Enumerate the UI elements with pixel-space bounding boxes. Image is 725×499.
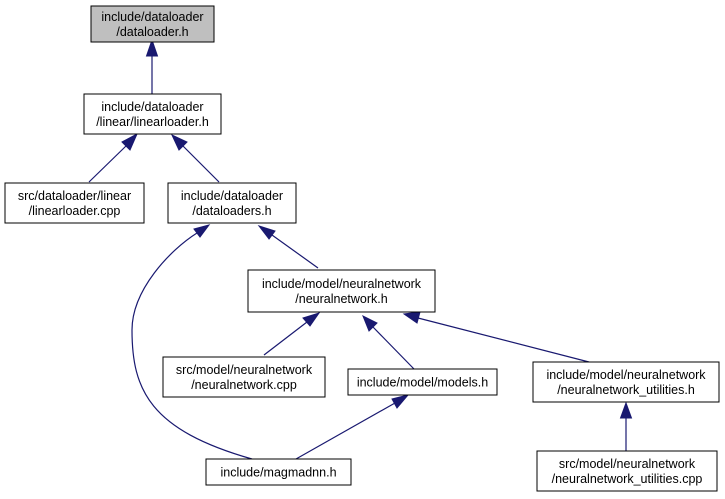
node-label-line: src/model/neuralnetwork bbox=[176, 363, 313, 377]
edge-models-h-to-neuralnetwork-h bbox=[362, 314, 415, 370]
node-linearloader-cpp[interactable]: src/dataloader/linear/linearloader.cpp bbox=[4, 182, 145, 224]
node-label-line: include/model/neuralnetwork bbox=[262, 277, 422, 291]
node-models-h[interactable]: include/model/models.h bbox=[347, 368, 498, 396]
node-label-line: /neuralnetwork.h bbox=[295, 292, 387, 306]
node-dataloader-h[interactable]: include/dataloader/dataloader.h bbox=[90, 5, 215, 43]
node-dataloaders-h[interactable]: include/dataloader/dataloaders.h bbox=[167, 182, 297, 224]
node-label-line: include/dataloader bbox=[101, 10, 203, 24]
node-label-line: /linearloader.cpp bbox=[29, 204, 121, 218]
node-label-line: include/magmadnn.h bbox=[220, 466, 336, 480]
node-magmadnn-h[interactable]: include/magmadnn.h bbox=[205, 458, 352, 486]
node-neuralnetwork-h[interactable]: include/model/neuralnetwork/neuralnetwor… bbox=[247, 269, 436, 313]
edge-magmadnn-h-to-dataloaders-h bbox=[131, 224, 253, 460]
edge-dataloaders-h-to-linearloader-h bbox=[170, 133, 220, 183]
node-label-line: /dataloader.h bbox=[116, 25, 188, 39]
node-label-line: src/model/neuralnetwork bbox=[559, 457, 696, 471]
node-label-line: include/model/models.h bbox=[357, 376, 488, 390]
edge-magmadnn-h-to-models-h bbox=[295, 394, 410, 460]
node-neuralnetwork-cpp[interactable]: src/model/neuralnetwork/neuralnetwork.cp… bbox=[162, 356, 326, 398]
node-label-line: /dataloaders.h bbox=[192, 204, 271, 218]
node-label-line: /neuralnetwork.cpp bbox=[191, 378, 297, 392]
node-label-line: include/dataloader bbox=[181, 189, 283, 203]
node-label-line: /neuralnetwork_utilities.h bbox=[557, 383, 695, 397]
node-label-line: /linear/linearloader.h bbox=[96, 115, 209, 129]
edge-nn-utilities-cpp-to-nn-utilities-h bbox=[619, 401, 633, 451]
edge-neuralnetwork-cpp-to-neuralnetwork-h bbox=[263, 312, 321, 356]
node-label-line: include/dataloader bbox=[101, 100, 203, 114]
node-label-line: include/model/neuralnetwork bbox=[546, 368, 706, 382]
edge-neuralnetwork-h-to-dataloaders-h bbox=[257, 225, 319, 269]
node-label-line: /neuralnetwork_utilities.cpp bbox=[552, 472, 703, 486]
node-neuralnetwork-utilities-cpp[interactable]: src/model/neuralnetwork/neuralnetwork_ut… bbox=[536, 450, 718, 492]
node-label-line: src/dataloader/linear bbox=[18, 189, 131, 203]
node-linearloader-h[interactable]: include/dataloader/linear/linearloader.h bbox=[83, 93, 222, 135]
node-neuralnetwork-utilities-h[interactable]: include/model/neuralnetwork/neuralnetwor… bbox=[532, 361, 720, 403]
edge-nn-utilities-h-to-neuralnetwork-h bbox=[402, 311, 590, 363]
edge-linearloader-cpp-to-linearloader-h bbox=[88, 132, 139, 183]
edge-linearloader-h-to-dataloader-h bbox=[145, 38, 159, 94]
